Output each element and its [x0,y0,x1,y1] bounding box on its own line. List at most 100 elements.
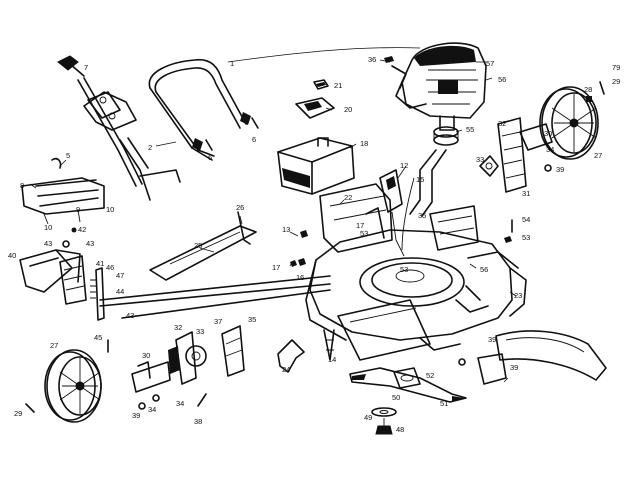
clip-14 [323,329,335,361]
callout-25: 25 [194,241,202,250]
handle-bracket [83,91,137,131]
handle-knob-left [57,55,85,77]
blade-bolt [375,418,393,435]
fastener-53 [504,236,512,243]
callout-43: 43 [126,311,134,320]
rear-height-adjuster-right [479,117,527,193]
callout-44: 44 [116,287,124,296]
callout-39: 39 [556,165,564,174]
fastener-29-right [599,81,605,95]
callout-42: 42 [78,225,86,234]
callouts: 1 2 5 6 6 7 8 9 10 10 12 13 14 15 16 17 … [8,55,620,434]
rear-right-wheel [539,86,599,160]
callout-37: 37 [214,317,222,326]
callout-30: 30 [142,351,150,360]
callout-27: 27 [50,341,58,350]
axle-bracket-right [519,123,553,151]
front-height-adjuster [168,331,207,385]
axle-bracket-left [131,361,171,393]
callout-54: 54 [522,215,530,224]
blade [349,367,467,403]
callout-56: 56 [498,75,506,84]
callout-39: 39 [488,335,496,344]
callout-29: 29 [612,77,620,86]
callout-22: 22 [344,193,352,202]
callout-9: 9 [76,205,80,214]
callout-34: 34 [546,145,554,154]
rear-left-wheel [44,349,102,423]
callout-48: 48 [396,425,404,434]
control-cable [401,177,415,251]
callout-5: 5 [66,151,70,160]
callout-49: 49 [364,413,372,422]
callout-13: 13 [282,225,290,234]
callout-23: 23 [514,291,522,300]
callout-46: 46 [106,263,114,272]
fastener-43 [62,240,70,248]
callout-17: 17 [272,263,280,272]
deflector-24 [277,339,305,373]
callout-36: 36 [368,55,376,64]
side-discharge-chute [467,251,519,269]
callout-1: 1 [230,59,234,68]
callout-33: 33 [196,327,204,336]
throttle-knob [313,79,329,90]
blade-washer [371,407,397,417]
fastener-13 [300,230,308,238]
fastener-34 [152,394,160,402]
lower-handle [77,77,181,201]
mower-deck [305,229,527,351]
upper-handle [148,58,247,161]
rear-baffle [149,225,257,281]
callout-28: 28 [584,85,592,94]
callout-40: 40 [8,251,16,260]
callout-34: 34 [148,405,156,414]
callout-10: 10 [106,205,114,214]
engine-spacer [433,126,459,146]
callout-53: 53 [522,233,530,242]
leader-lines [29,47,517,383]
callout-31: 31 [522,189,530,198]
callout-27: 27 [594,151,602,160]
fastener-29-left [25,403,35,413]
callout-21: 21 [334,81,342,90]
rear-panel-right [429,205,479,251]
callout-55: 55 [466,125,474,134]
callout-26: 26 [236,203,244,212]
callout-6: 6 [252,135,256,144]
callout-29: 29 [14,409,22,418]
callout-12: 12 [400,161,408,170]
fastener-38 [197,393,207,407]
handle-knob-right-a [192,138,213,151]
callout-35: 35 [418,211,426,220]
callout-53: 53 [360,229,368,238]
callout-47: 47 [116,271,124,280]
callout-18: 18 [360,139,368,148]
callout-16: 16 [296,273,304,282]
callout-14: 14 [328,355,336,364]
throttle-control [379,169,405,257]
air-cleaner-cover [295,97,335,119]
fastener-39-b [138,402,146,410]
callout-34: 34 [176,399,184,408]
rear-axle-rod [99,275,331,319]
mulch-baffle [337,299,431,361]
callout-30: 30 [544,129,552,138]
handle-knob-right-b [240,112,259,129]
callout-32: 32 [174,323,182,332]
fastener-39-a [544,164,552,172]
callout-41: 41 [96,259,104,268]
callout-51: 51 [440,399,448,408]
rear-deflector [21,177,105,225]
cable-part-9 [51,157,62,169]
callout-43: 43 [86,239,94,248]
callout-52: 52 [426,371,434,380]
center-adjuster [221,325,245,377]
fastener-16 [298,258,306,266]
fastener-17 [290,260,297,267]
height-adjuster-rear [59,255,105,321]
callout-56: 56 [480,265,488,274]
callout-53: 53 [400,265,408,274]
fastener-28 [586,96,592,102]
